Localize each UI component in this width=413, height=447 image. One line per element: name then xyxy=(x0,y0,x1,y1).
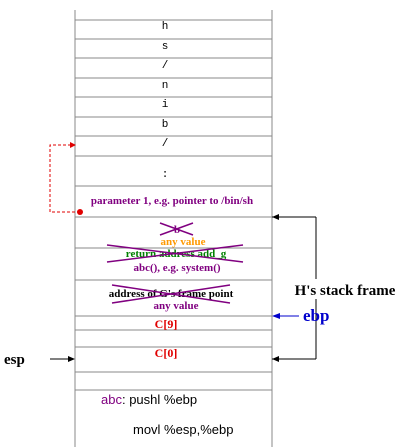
strike-frame-2 xyxy=(111,284,231,304)
ebp-label: ebp xyxy=(303,306,329,325)
stack-char-b: b xyxy=(162,119,169,131)
c9-label: C[9] xyxy=(155,317,178,331)
parameter-label: parameter 1, e.g. pointer to /bin/sh xyxy=(91,195,253,207)
abc-label: abc(), e.g. system() xyxy=(133,262,220,274)
stack-char-n: n xyxy=(162,80,169,92)
c0-label: C[0] xyxy=(155,346,178,360)
stack-char-cells: h s / n i b / : xyxy=(162,21,169,181)
stack-char-slash-2: / xyxy=(162,138,169,150)
stack-char-s: s xyxy=(162,41,169,53)
esp-label: esp xyxy=(4,352,25,368)
stack-char-i: i xyxy=(162,99,169,111)
code-line-2: movl %esp,%ebp xyxy=(133,422,233,437)
stack-char-h: h xyxy=(162,21,169,33)
code-line-1: abc: pushl %ebp xyxy=(101,392,197,407)
pointer-dashed-line xyxy=(49,144,80,213)
struck-b-label: b xyxy=(174,224,180,236)
frame-bracket-top-arrow xyxy=(272,214,279,220)
pointer-arrowhead xyxy=(70,142,76,148)
strike-b-2 xyxy=(159,222,194,236)
code-instruction-1: : pushl %ebp xyxy=(122,392,197,407)
stack-char-slash-1: / xyxy=(162,60,169,72)
frame-label-bg xyxy=(283,279,408,299)
any-value-label-2: any value xyxy=(154,300,199,312)
strike-return-2 xyxy=(106,244,244,263)
frame-label: H's stack frame xyxy=(295,283,396,299)
stack-cells xyxy=(74,10,273,447)
any-value-label-1: any value xyxy=(161,236,206,248)
stack-char-colon: : xyxy=(162,169,169,181)
ebp-arrowhead xyxy=(272,313,280,319)
code-label: abc xyxy=(101,392,122,407)
frame-bracket-bottom-arrow xyxy=(272,356,279,362)
esp-arrowhead xyxy=(68,356,75,362)
